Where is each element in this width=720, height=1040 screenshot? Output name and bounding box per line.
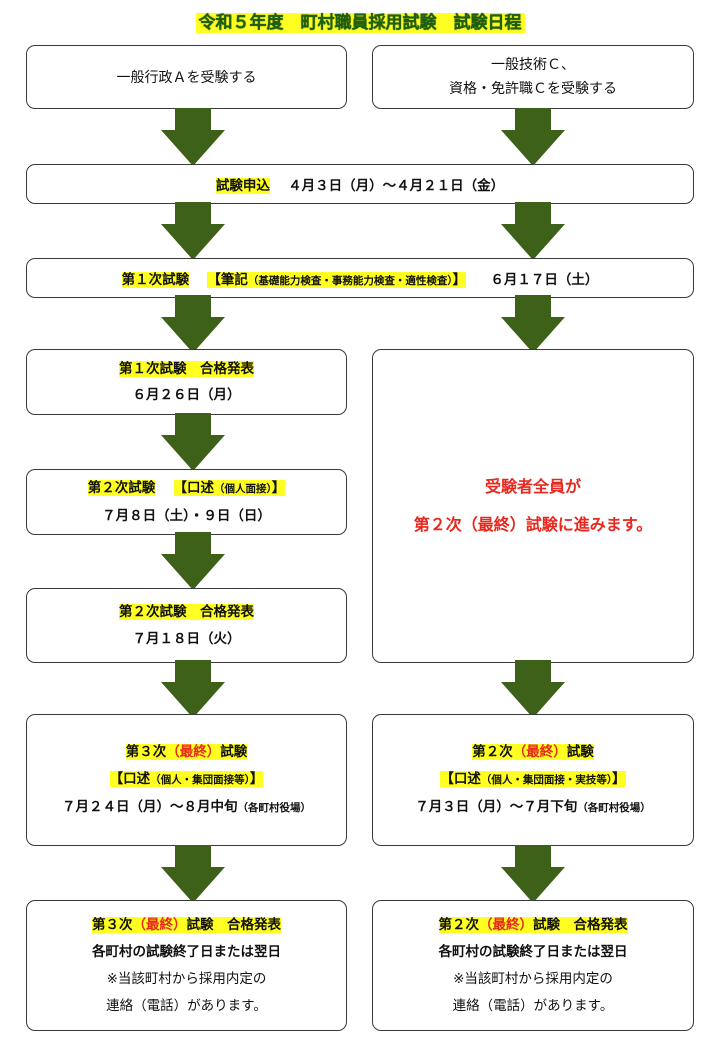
second-result-date: ７月１８日（火） [132, 630, 241, 647]
down-arrow-icon [161, 532, 225, 590]
left-final-detail: （個人・集団面接等） [150, 773, 250, 786]
second-exam-date: ７月８日（土）・９日（日） [102, 507, 271, 524]
left-result-line4: 連絡（電話）があります。 [106, 997, 267, 1014]
down-arrow-icon [161, 660, 225, 718]
down-arrow-icon [501, 845, 565, 903]
down-arrow-icon [161, 108, 225, 166]
down-arrow-icon [501, 108, 565, 166]
left-final-type: 【口述 [109, 770, 151, 787]
right-final-place: （各町村役場） [577, 801, 651, 814]
right-final-label-a: 第２次 [472, 743, 513, 760]
right-final-detail: （個人・集団面接・実技等） [480, 773, 613, 786]
second-result-box: 第２次試験 合格発表 ７月１８日（火） [26, 588, 347, 663]
down-arrow-icon [161, 295, 225, 353]
right-result-label-b: 試験 合格発表 [533, 916, 628, 933]
left-final-label-red: （最終） [166, 743, 221, 760]
down-arrow-icon [501, 295, 565, 353]
right-final-exam-box: 第２次（最終）試験 【口述（個人・集団面接・実技等）】 ７月３日（月）～７月下旬… [372, 714, 694, 846]
right-result-label-a: 第２次 [438, 916, 480, 933]
second-result-label: 第２次試験 合格発表 [119, 603, 254, 620]
general-admin-box: 一般行政Ａを受験する [26, 45, 347, 109]
general-admin-text: 一般行政Ａを受験する [116, 70, 257, 86]
technical-text-line1: 一般技術Ｃ、 [491, 57, 575, 73]
first-exam-detail: （基礎能力検査・事務能力検査・適性検査） [247, 275, 453, 287]
right-result-line4: 連絡（電話）があります。 [452, 997, 614, 1014]
left-final-exam-box: 第３次（最終）試験 【口述（個人・集団面接等）】 ７月２４日（月）～８月中旬（各… [26, 714, 347, 846]
right-final-bracket-close: 】 [612, 770, 626, 787]
left-result-label-red: （最終） [132, 916, 187, 933]
down-arrow-icon [501, 202, 565, 260]
first-result-box: 第１次試験 合格発表 ６月２６日（月） [26, 349, 347, 415]
down-arrow-icon [161, 413, 225, 471]
first-exam-type: 【筆記 [207, 272, 248, 288]
first-exam-date: ６月１７日（土） [490, 272, 599, 288]
notice-line1: 受験者全員が [484, 477, 581, 496]
notice-line2: 第２次（最終）試験に進みます。 [413, 515, 653, 534]
down-arrow-icon [501, 660, 565, 718]
right-final-type: 【口述 [440, 770, 481, 787]
left-final-place: （各町村役場） [237, 801, 312, 814]
technical-license-box: 一般技術Ｃ、 資格・免許職Ｃを受験する [372, 45, 694, 109]
left-final-bracket-close: 】 [249, 770, 264, 787]
left-final-label-b: 試験 [220, 743, 248, 760]
left-result-line2: 各町村の試験終了日または翌日 [92, 943, 281, 960]
left-result-label-b: 試験 合格発表 [186, 916, 282, 933]
left-result-line3: ※当該町村から採用内定の [106, 970, 267, 987]
right-final-label-b: 試験 [566, 743, 594, 760]
application-date: ４月３日（月）～４月２１日（金） [288, 178, 505, 194]
right-result-label-red: （最終） [479, 916, 533, 933]
first-exam-bracket-close: 】 [452, 272, 467, 288]
down-arrow-icon [161, 845, 225, 903]
left-final-result-box: 第３次（最終）試験 合格発表 各町村の試験終了日または翌日 ※当該町村から採用内… [26, 900, 347, 1031]
second-exam-type: 【口述 [173, 479, 215, 496]
second-exam-bracket-close: 】 [271, 479, 286, 496]
application-box: 試験申込 ４月３日（月）～４月２１日（金） [26, 164, 694, 204]
left-final-label-a: 第３次 [125, 743, 167, 760]
second-exam-detail: （個人面接） [214, 482, 272, 495]
page-title: 令和５年度 町村職員採用試験 試験日程 [0, 8, 720, 33]
down-arrow-icon [161, 202, 225, 260]
right-final-result-box: 第２次（最終）試験 合格発表 各町村の試験終了日または翌日 ※当該町村から採用内… [372, 900, 694, 1031]
left-result-label-a: 第３次 [92, 916, 133, 933]
first-result-label: 第１次試験 合格発表 [119, 361, 254, 377]
first-exam-label: 第１次試験 [121, 272, 190, 288]
left-final-date: ７月２４日（月）～８月中旬 [62, 798, 238, 815]
second-exam-label: 第２次試験 [87, 479, 156, 496]
first-result-date: ６月２６日（月） [132, 387, 241, 403]
right-final-date: ７月３日（月）～７月下旬 [415, 798, 578, 815]
right-result-line2: 各町村の試験終了日または翌日 [438, 943, 628, 960]
right-notice-box: 受験者全員が 第２次（最終）試験に進みます。 [372, 349, 694, 663]
right-result-line3: ※当該町村から採用内定の [453, 970, 613, 987]
right-final-label-red: （最終） [512, 743, 567, 760]
second-exam-box: 第２次試験 【口述（個人面接）】 ７月８日（土）・９日（日） [26, 469, 347, 535]
first-exam-box: 第１次試験 【筆記（基礎能力検査・事務能力検査・適性検査）】 ６月１７日（土） [26, 258, 694, 298]
technical-text-line2: 資格・免許職Ｃを受験する [449, 81, 617, 97]
application-label: 試験申込 [215, 178, 270, 194]
title-text: 令和５年度 町村職員採用試験 試験日程 [195, 13, 525, 33]
